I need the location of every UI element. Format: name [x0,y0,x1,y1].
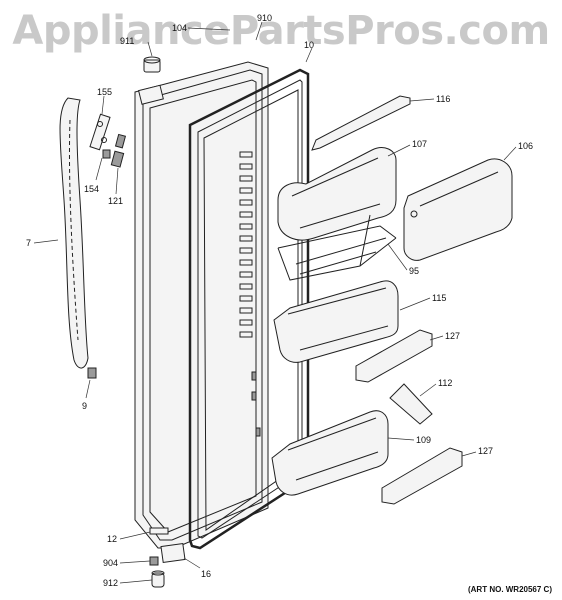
dairy-bin [277,147,397,241]
hinge-parts [87,56,161,379]
leader-lines [33,21,517,584]
art-number: (ART NO. WR20567 C) [467,585,552,594]
callout-912: 912 [103,578,119,588]
callout-127-upper: 127 [445,331,461,341]
bottom-hinge-parts [149,527,186,588]
door-outer-panel [134,61,269,549]
callout-911: 911 [120,36,135,46]
callout-910: 910 [257,13,273,23]
callout-112: 112 [438,378,453,388]
shelf-rail [311,95,411,151]
callout-95: 95 [409,266,420,276]
callout-109: 109 [416,435,432,445]
callout-107: 107 [412,139,428,149]
door-handle [59,97,89,369]
callout-9: 9 [82,401,88,411]
callout-127-lower: 127 [478,446,494,456]
callout-16: 16 [201,569,212,579]
bin-trim-lower [381,447,463,505]
liner-shelf-ribs [239,151,261,437]
storage-container [403,158,513,261]
bin-trim-upper [355,329,433,383]
watermark-logo: AppliancePartsPros.com [12,8,550,54]
callout-154: 154 [84,184,100,194]
callout-10: 10 [304,40,315,50]
bin-clip [389,383,433,425]
door-bin-lower [271,410,389,496]
callout-116: 116 [436,94,451,104]
callout-155: 155 [97,87,113,97]
callout-115: 115 [432,293,447,303]
callout-12: 12 [107,534,118,544]
callout-904: 904 [103,558,119,568]
door-bin-upper [273,280,399,363]
callout-7: 7 [26,238,32,248]
callout-104: 104 [172,23,188,33]
callout-106: 106 [518,141,534,151]
wire-basket [277,214,397,281]
callout-121: 121 [108,196,124,206]
